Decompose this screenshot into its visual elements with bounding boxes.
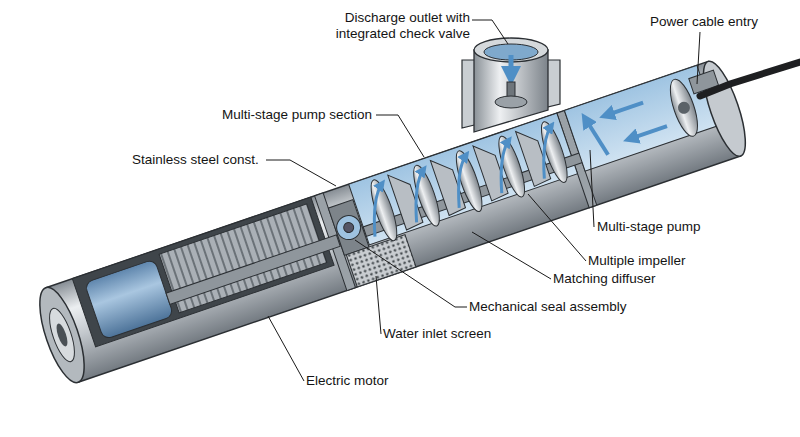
power-cable bbox=[700, 62, 800, 96]
callout-label: Power cable entry bbox=[650, 14, 790, 30]
callout-label: Multiple impeller bbox=[588, 253, 748, 269]
leader-lines bbox=[266, 20, 700, 381]
callout-label: Mechanical seal assembly bbox=[469, 299, 659, 315]
callout-label: Matching diffuser bbox=[553, 271, 713, 287]
callout-label: Electric motor bbox=[306, 373, 466, 389]
callout-label: Multi-stage pump bbox=[597, 219, 757, 235]
callout-label: Water inlet screen bbox=[383, 326, 553, 342]
callout-label: Discharge outlet with integrated check v… bbox=[298, 10, 470, 42]
discharge-outlet bbox=[462, 38, 560, 132]
callout-label: Multi-stage pump section bbox=[222, 107, 392, 123]
callout-label: Stainless steel const. bbox=[132, 152, 282, 168]
